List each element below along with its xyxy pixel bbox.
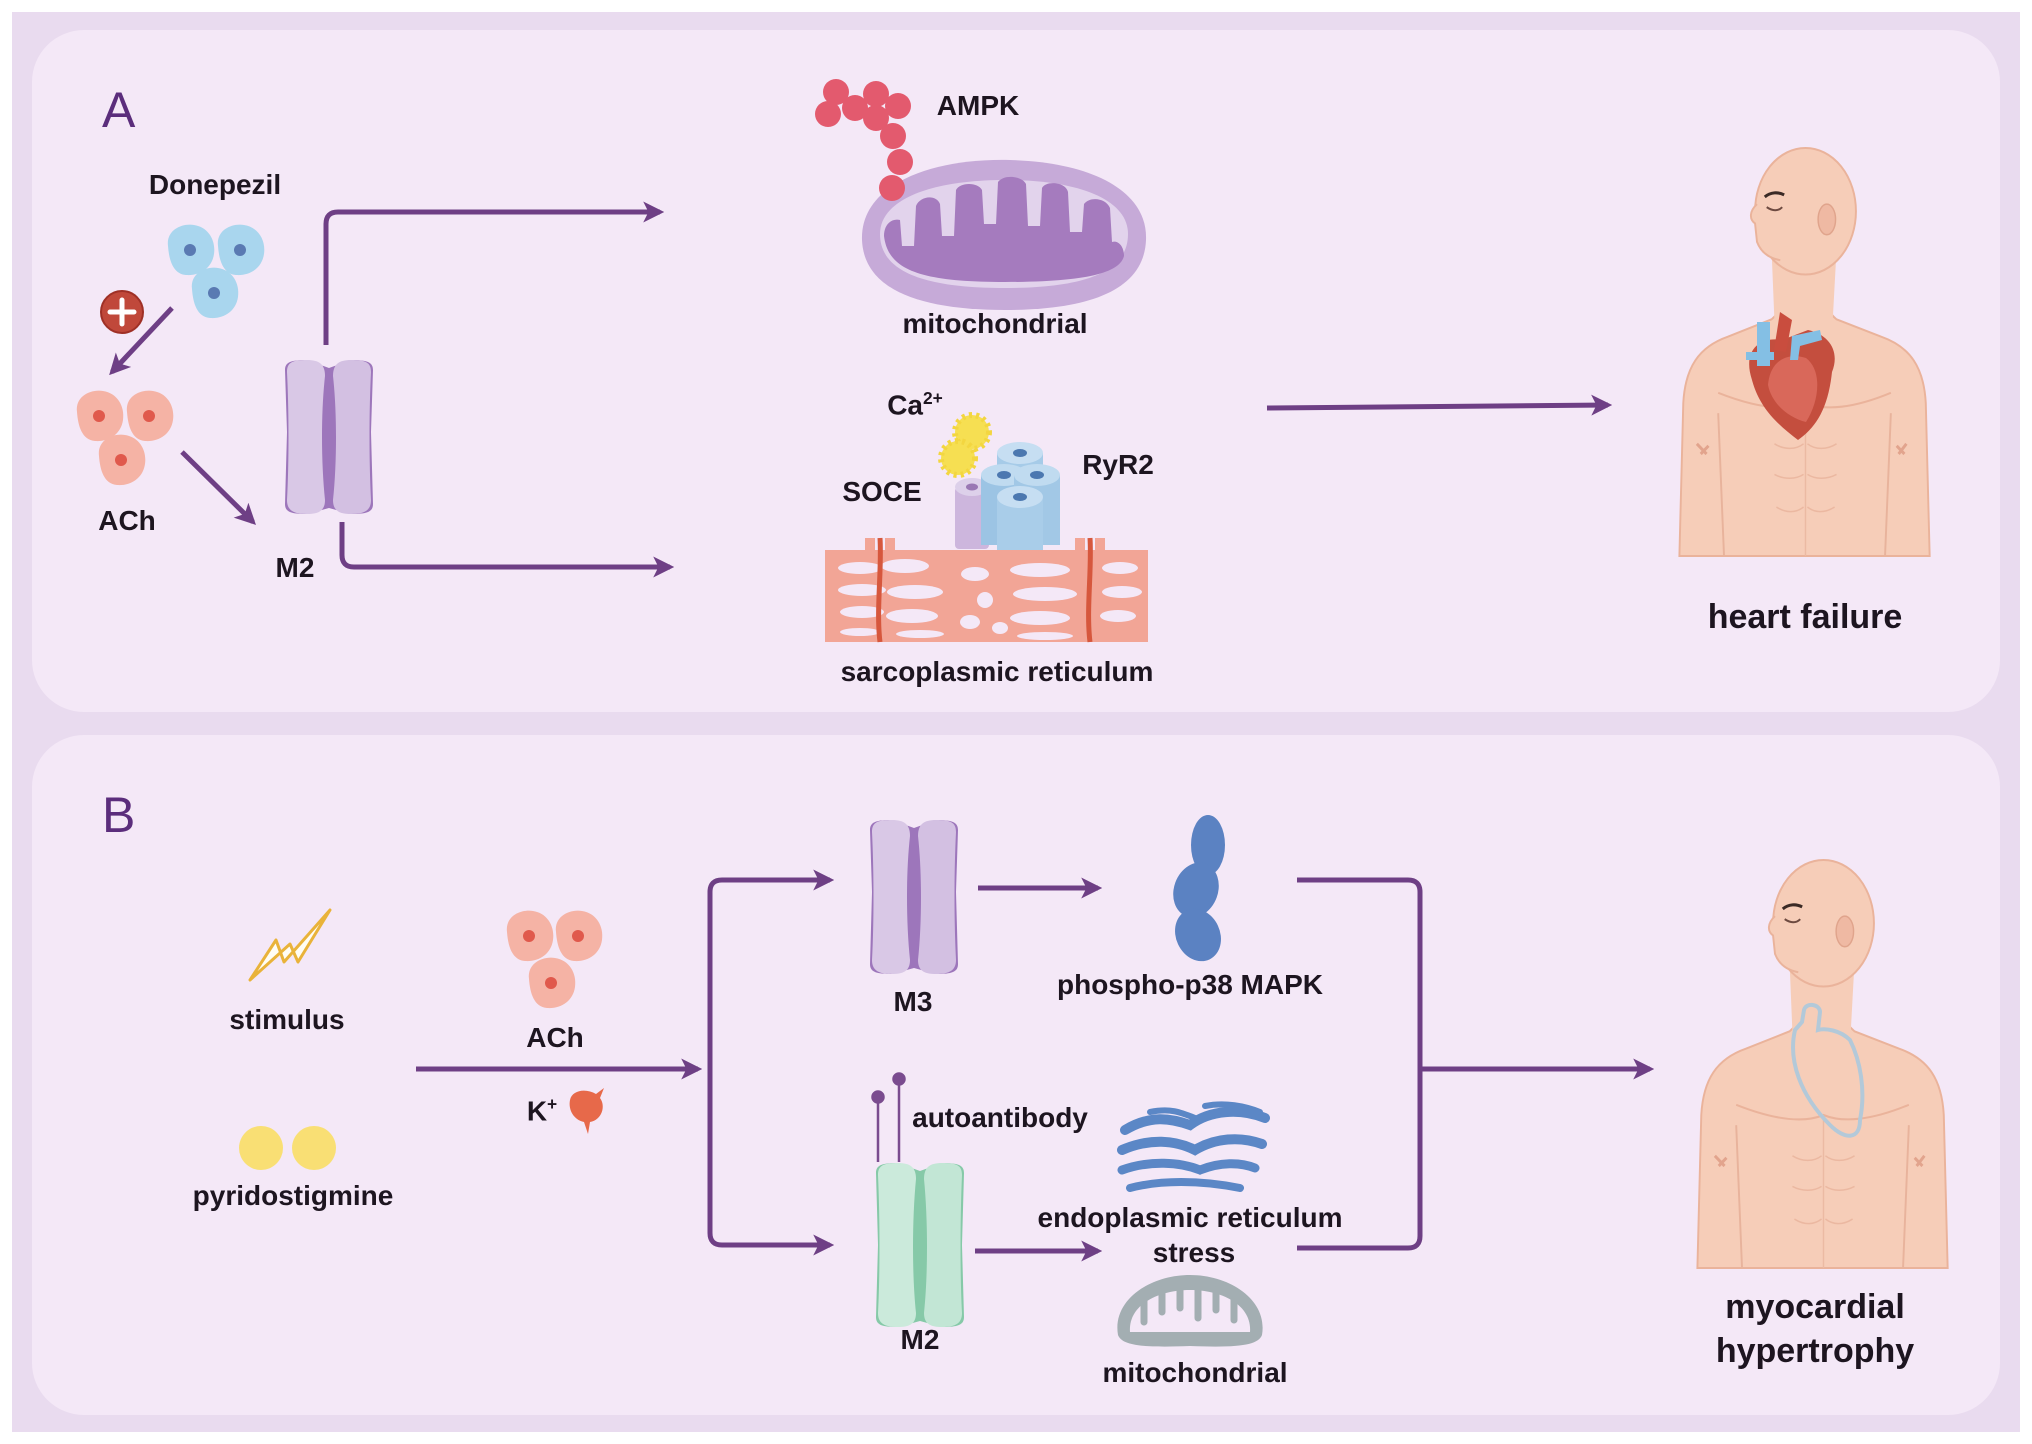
pyridostigmine-label: pyridostigmine bbox=[192, 1180, 394, 1211]
potassium-ion-icon bbox=[569, 1088, 604, 1134]
phospho-p38-mapk-label: phospho-p38 MAPK bbox=[1057, 969, 1323, 1000]
autoantibody-label: autoantibody bbox=[912, 1102, 1088, 1133]
ach-label-b: ACh bbox=[526, 1022, 584, 1053]
mitochondrial-label-a: mitochondrial bbox=[902, 308, 1088, 339]
hypertrophy-label: hypertrophy bbox=[1715, 1332, 1915, 1370]
soce-label: SOCE bbox=[842, 476, 922, 507]
arrow-to-heart-failure bbox=[1266, 394, 1613, 416]
m2-label-a: M2 bbox=[275, 552, 315, 583]
calcium-ion-icon bbox=[938, 412, 992, 478]
mitochondrial-label-b: mitochondrial bbox=[1102, 1357, 1288, 1388]
promote-plus-icon bbox=[100, 290, 144, 334]
panel-b-letter: B bbox=[102, 787, 136, 843]
ach-cells-icon-a bbox=[76, 390, 174, 486]
m2-receptor-icon-a bbox=[285, 360, 373, 514]
pyridostigmine-pills-icon bbox=[239, 1126, 336, 1170]
arrow-branch-to-m3 bbox=[707, 869, 835, 1069]
m2-label-b: M2 bbox=[900, 1324, 940, 1355]
ryr2-label: RyR2 bbox=[1082, 449, 1154, 480]
soce-channel-icon bbox=[955, 478, 989, 549]
panel-b bbox=[32, 735, 2000, 1415]
er-stress-label-line2: stress bbox=[1152, 1237, 1236, 1268]
endoplasmic-reticulum-icon bbox=[1117, 1101, 1270, 1192]
ach-cells-icon-b bbox=[506, 910, 603, 1009]
calcium-label: Ca2+ bbox=[887, 388, 943, 421]
donepezil-cells-icon bbox=[167, 224, 265, 319]
m3-label: M3 bbox=[893, 986, 933, 1017]
m3-receptor-icon bbox=[870, 820, 958, 974]
mitochondria-icon-a bbox=[861, 159, 1147, 310]
arrow-branch-to-m2 bbox=[707, 1069, 835, 1256]
ampk-protein-icon bbox=[815, 79, 913, 201]
phospho-p38-mapk-icon bbox=[1173, 815, 1225, 962]
ryr2-receptor-icon bbox=[981, 442, 1060, 555]
bracket-merge-to-outcome bbox=[1297, 877, 1423, 1251]
human-body-hypertrophy-icon bbox=[1695, 858, 1950, 1270]
stimulus-lightning-icon bbox=[248, 908, 332, 982]
heart-failure-label: heart failure bbox=[1707, 598, 1903, 636]
m2-receptor-icon-b bbox=[876, 1163, 964, 1327]
heart-organ-icon bbox=[1746, 312, 1835, 440]
panel-a-letter: A bbox=[102, 82, 136, 138]
sarcoplasmic-reticulum-label: sarcoplasmic reticulum bbox=[840, 656, 1154, 687]
myocardial-label: myocardial bbox=[1725, 1288, 1905, 1326]
arrow-m2-to-mitochondria bbox=[323, 201, 665, 345]
enlarged-heart-outline-icon bbox=[1791, 1003, 1865, 1138]
stimulus-label: stimulus bbox=[229, 1004, 345, 1035]
ach-label-a: ACh bbox=[98, 505, 156, 536]
er-stress-label-line1: endoplasmic reticulum bbox=[1037, 1202, 1343, 1233]
mitochondria-icon-b bbox=[1117, 1275, 1263, 1347]
potassium-label: K+ bbox=[526, 1094, 558, 1127]
arrow-m2-to-sarcoplasmic-reticulum bbox=[339, 522, 675, 578]
autoantibody-icon bbox=[871, 1072, 906, 1162]
arrow-ach-to-m2 bbox=[180, 450, 256, 525]
arrow-donepezil-to-ach bbox=[109, 306, 174, 376]
sarcoplasmic-reticulum-icon bbox=[825, 537, 1148, 643]
ampk-label: AMPK bbox=[936, 90, 1020, 121]
donepezil-label: Donepezil bbox=[148, 169, 282, 200]
